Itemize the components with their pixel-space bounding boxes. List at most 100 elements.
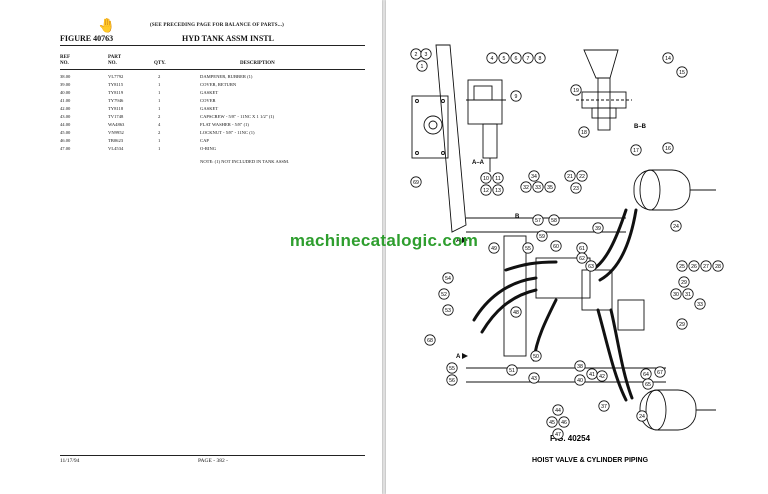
- callout-bubble: [712, 260, 724, 272]
- callout-bubble: [682, 288, 694, 300]
- callout-38: 38: [577, 364, 583, 370]
- callout-6: 6: [515, 56, 518, 62]
- cell-desc: GASKET: [200, 106, 219, 111]
- callout-bubble: [442, 272, 454, 284]
- callout-bubble: [642, 378, 654, 390]
- callout-11: 11: [495, 176, 500, 182]
- marker-b: B: [515, 214, 520, 220]
- callout-bubble: [532, 181, 544, 193]
- callout-5: 5: [503, 56, 506, 62]
- callout-62: 62: [579, 256, 585, 262]
- callout-bubble: [678, 276, 690, 288]
- callout-bubble: [510, 90, 522, 102]
- left-page: 🤚 (SEE PRECEDING PAGE FOR BALANCE OF PAR…: [0, 0, 382, 494]
- flange-port: [423, 115, 443, 135]
- callout-49: 49: [491, 246, 497, 252]
- callout-bubble: [522, 52, 534, 64]
- callout-bubble: [676, 318, 688, 330]
- callout-bubble: [424, 334, 436, 346]
- callout-bubble: [662, 142, 674, 154]
- cylinder-bracket: [617, 299, 645, 331]
- callout-51: 51: [509, 368, 515, 374]
- cell-qty: 1: [158, 98, 161, 103]
- callout-60: 60: [553, 244, 559, 250]
- callout-47: 47: [555, 432, 561, 438]
- callout-19: 19: [573, 88, 579, 94]
- callout-69: 69: [413, 180, 419, 186]
- cell-ref: 43.00: [60, 114, 71, 119]
- callout-14: 14: [665, 56, 671, 62]
- hose-lower-1: [609, 308, 634, 400]
- cell-part: TY8118: [108, 106, 124, 111]
- callout-bubble: [670, 288, 682, 300]
- cell-desc: GASKET: [200, 90, 219, 95]
- callout-bubble: [536, 230, 548, 242]
- callout-bubble: [480, 184, 492, 196]
- callout-bubble: [662, 52, 674, 64]
- callout-bubble: [486, 52, 498, 64]
- callout-bubble: [576, 170, 588, 182]
- cell-qty: 1: [158, 90, 161, 95]
- col-part: PART NO.: [108, 55, 121, 67]
- callout-bubble: [498, 52, 510, 64]
- callout-1: 1: [421, 64, 424, 70]
- section-a-body: [467, 79, 503, 125]
- callout-41: 41: [589, 372, 595, 378]
- cell-ref: 47.00: [60, 146, 71, 151]
- cell-qty: 1: [158, 82, 161, 87]
- cell-qty: 1: [158, 146, 161, 151]
- callout-bubble: [564, 170, 576, 182]
- col-part-line1: PART: [108, 55, 122, 60]
- cell-qty: 2: [158, 114, 161, 119]
- callout-bubble: [550, 240, 562, 252]
- callout-64: 64: [643, 372, 649, 378]
- cell-desc: DAMPENER, RUBBER (1): [200, 74, 253, 79]
- callout-bubble: [578, 126, 590, 138]
- callout-37: 37: [601, 404, 607, 410]
- table-note: NOTE: (1) NOT INCLUDED IN TANK ASSM.: [200, 159, 290, 164]
- callout-bubble: [570, 84, 582, 96]
- col-description: DESCRIPTION: [240, 61, 275, 66]
- callout-65: 65: [645, 382, 651, 388]
- col-qty: QTY.: [154, 61, 166, 66]
- callout-bubble: [506, 364, 518, 376]
- callout-bubble: [492, 184, 504, 196]
- callout-bubble: [574, 374, 586, 386]
- cell-part: WA4863: [108, 122, 125, 127]
- callout-46: 46: [561, 420, 567, 426]
- callout-bubble: [544, 181, 556, 193]
- cell-ref: 42.00: [60, 106, 71, 111]
- callout-45: 45: [549, 420, 555, 426]
- callout-bubble: [676, 260, 688, 272]
- cell-desc: FLAT WASHER - 5/8" (1): [200, 122, 249, 127]
- callout-53: 53: [445, 308, 451, 314]
- callout-bubble: [592, 222, 604, 234]
- callout-34: 34: [531, 174, 537, 180]
- cell-ref: 41.00: [60, 98, 71, 103]
- cell-part: VL4534: [108, 146, 124, 151]
- callout-bubble: [532, 214, 544, 226]
- callout-4: 4: [491, 56, 494, 62]
- cell-desc: LOCKNUT - 5/8" - 11NC (1): [200, 130, 255, 135]
- hoist-valve: [503, 235, 527, 357]
- mount-flange: [411, 95, 449, 159]
- callout-30: 30: [673, 292, 679, 298]
- callout-63: 63: [588, 264, 594, 270]
- callout-22: 22: [579, 174, 585, 180]
- figure-label: FIG. 40254: [550, 434, 591, 443]
- balance-note: (SEE PRECEDING PAGE FOR BALANCE OF PARTS…: [150, 23, 284, 28]
- callout-bubble: [570, 182, 582, 194]
- marker-a-top: A: [456, 238, 461, 244]
- callout-35: 35: [547, 185, 553, 191]
- cell-desc: COVER, RETURN: [200, 82, 237, 87]
- cell-desc: CAP: [200, 138, 209, 143]
- callout-42: 42: [599, 374, 605, 380]
- parts-diagram: A–A B–B A A B FIG. 40254 HOIST VALVE & C…: [410, 44, 724, 464]
- callout-bubble: [630, 144, 642, 156]
- callout-21: 21: [567, 174, 573, 180]
- callout-23: 23: [573, 186, 579, 192]
- callout-bubble: [520, 181, 532, 193]
- cell-part: TB0623: [108, 138, 124, 143]
